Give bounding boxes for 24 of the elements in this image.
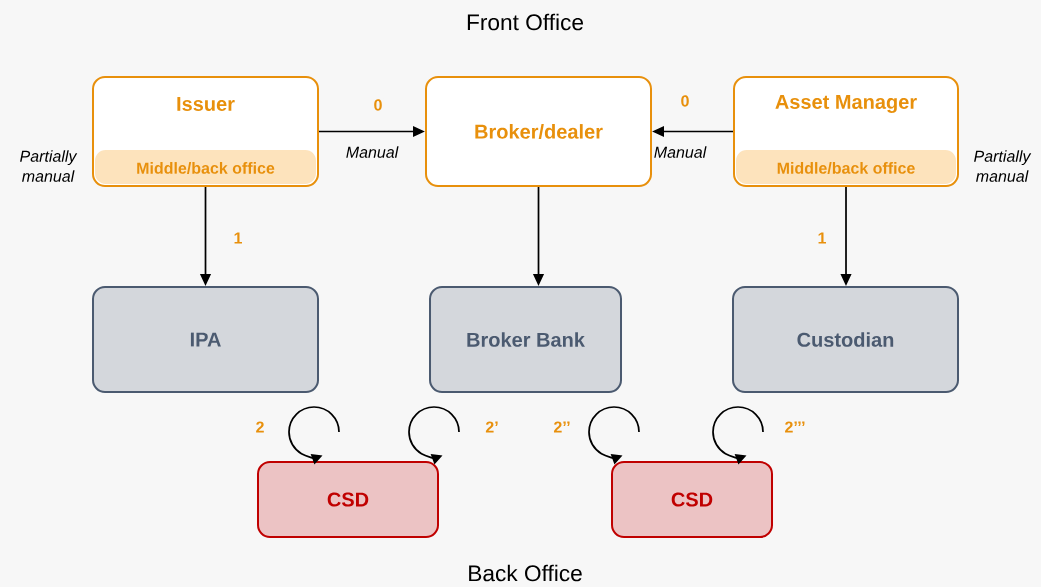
section-heading: Back Office (469, 564, 582, 582)
process-box: Broker/dealer (425, 76, 652, 187)
step-number: 2’’’ (785, 421, 805, 433)
side-note: Partially manual (20, 150, 78, 182)
edge-label: 0 (372, 98, 384, 112)
process-box: CSD (257, 461, 439, 538)
process-box: Custodian (732, 286, 959, 393)
process-box: Broker Bank (429, 286, 622, 393)
edge-note: Manual (654, 146, 707, 158)
process-box: IPA (92, 286, 319, 393)
section-heading: Front Office (467, 13, 583, 31)
step-number: 2 (256, 421, 264, 433)
step-number: 2’’ (554, 421, 570, 433)
band-text: Middle/back office (137, 162, 275, 174)
edge-label: 1 (232, 231, 244, 245)
card-title: Issuer (177, 97, 235, 111)
step-number: 2’ (485, 421, 498, 433)
band-text: Middle/back office (777, 162, 915, 174)
card-title: Asset Manager (775, 95, 917, 113)
edge-label: 1 (816, 231, 828, 245)
process-box: CSD (611, 461, 773, 538)
edge-note: Manual (346, 146, 399, 158)
side-note: Partially manual (974, 150, 1032, 182)
edge-label: 0 (679, 94, 691, 108)
